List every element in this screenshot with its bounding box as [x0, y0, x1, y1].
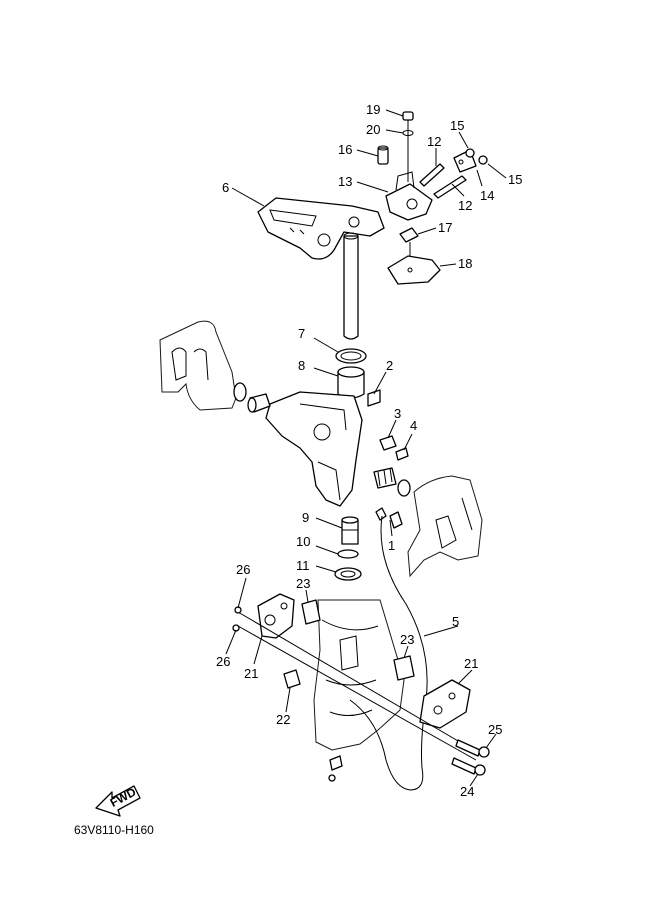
spring-and-washer	[373, 467, 411, 497]
callout-26-top: 26	[236, 562, 250, 577]
bracket-and-nuts	[453, 148, 488, 173]
steering-arm	[257, 197, 385, 260]
pad-22	[283, 669, 301, 689]
callout-9: 9	[302, 510, 309, 525]
bushing-9	[341, 516, 359, 545]
rubber-pad-left	[301, 599, 321, 625]
callout-19: 19	[366, 102, 380, 117]
diagram-code: 63V8110-H160	[74, 823, 154, 837]
callout-23-left: 23	[296, 576, 310, 591]
mount-left	[257, 593, 295, 639]
rubber-pad-right	[393, 655, 415, 681]
steering-shaft	[343, 232, 359, 340]
callout-23-right: 23	[400, 632, 414, 647]
callout-1: 1	[388, 538, 395, 553]
callout-16: 16	[338, 142, 352, 157]
callout-18: 18	[458, 256, 472, 271]
callout-13: 13	[338, 174, 352, 189]
callout-12-bottom: 12	[458, 198, 472, 213]
callout-15-right: 15	[508, 172, 522, 187]
left-bracket-ghost	[159, 320, 237, 411]
stud-bolts	[419, 163, 467, 199]
callout-21-right: 21	[464, 656, 478, 671]
callout-12-top: 12	[427, 134, 441, 149]
callout-20: 20	[366, 122, 380, 137]
callout-10: 10	[296, 534, 310, 549]
callout-25: 25	[488, 722, 502, 737]
callout-6: 6	[222, 180, 229, 195]
left-shaft-parts	[233, 382, 271, 413]
callout-24: 24	[460, 784, 474, 799]
callout-14: 14	[480, 188, 494, 203]
callout-7: 7	[298, 326, 305, 341]
screw-1	[375, 507, 403, 529]
bolts-24-25	[451, 739, 490, 776]
seal-11	[334, 567, 362, 581]
bottom-screw	[328, 755, 343, 782]
bolt-and-washer	[402, 111, 414, 182]
callout-8: 8	[298, 358, 305, 373]
nut-and-screw	[379, 435, 409, 461]
callout-17: 17	[438, 220, 452, 235]
bushing-8	[337, 366, 365, 399]
clip-and-plate	[387, 227, 441, 285]
pin	[377, 145, 389, 165]
plate-2	[367, 389, 381, 407]
callout-2: 2	[386, 358, 393, 373]
lower-casing-ghost	[313, 599, 405, 751]
callout-22: 22	[276, 712, 290, 727]
right-bracket-ghost	[407, 475, 483, 578]
friction-plate	[385, 171, 433, 221]
ring-7	[335, 348, 367, 364]
callout-15-top: 15	[450, 118, 464, 133]
callout-26-bottom: 26	[216, 654, 230, 669]
callout-5: 5	[452, 614, 459, 629]
fwd-arrow-icon: FWD	[95, 785, 141, 817]
leader-lines	[225, 109, 507, 787]
callout-11: 11	[296, 558, 310, 573]
o-ring-10	[337, 549, 359, 559]
through-axis	[237, 611, 477, 761]
mount-right	[419, 679, 471, 729]
callout-3: 3	[394, 406, 401, 421]
swivel-bracket	[265, 391, 363, 507]
callout-4: 4	[410, 418, 417, 433]
ground-wire	[349, 515, 428, 791]
callout-21-left: 21	[244, 666, 258, 681]
